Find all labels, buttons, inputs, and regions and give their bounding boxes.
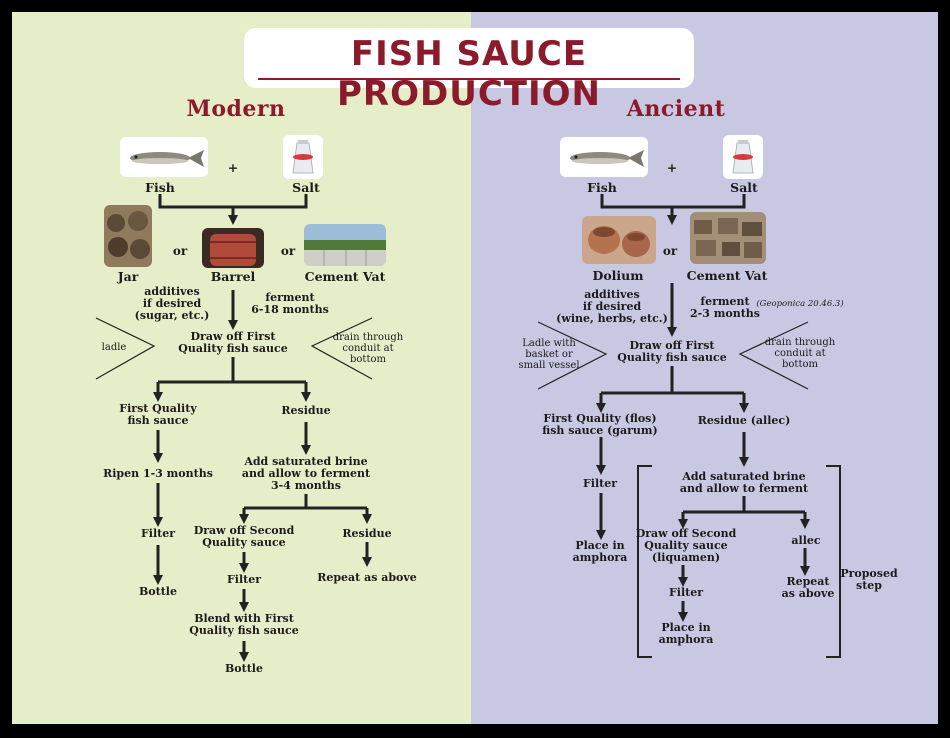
ancient-fish-image	[560, 137, 648, 177]
modern-cement-vat-label: Cement Vat	[304, 269, 386, 284]
ancient-ladle-chevron	[537, 321, 608, 390]
ancient-filter: Filter	[582, 477, 618, 490]
ancient-dolium-image	[582, 216, 656, 264]
modern-salt-label: Salt	[292, 180, 320, 195]
modern-drain-chevron	[310, 317, 373, 380]
modern-jar-label: Jar	[117, 269, 139, 284]
modern-or-2: or	[280, 244, 296, 258]
title-banner: FISH SAUCE PRODUCTION	[244, 28, 694, 114]
modern-repeat: Repeat as above	[317, 571, 417, 584]
modern-filter-2: Filter	[226, 573, 262, 586]
modern-salt-image	[283, 135, 323, 179]
ancient-residue: Residue (allec)	[697, 414, 791, 427]
modern-jar-image	[104, 205, 152, 267]
modern-bottle-2: Bottle	[225, 662, 263, 675]
fish-icon	[130, 150, 204, 167]
modern-residue: Residue	[281, 404, 331, 417]
modern-cement-vat-image	[304, 224, 386, 266]
ancient-connectors	[596, 194, 810, 622]
ancient-allec: allec	[791, 534, 821, 547]
modern-barrel-image	[202, 228, 264, 268]
salt-shaker-icon	[732, 140, 754, 174]
ancient-first-quality: First Quality (flos)fish sauce (garum)	[542, 412, 658, 437]
ancient-fish-label: Fish	[587, 180, 617, 195]
ancient-drain-chevron	[738, 321, 809, 390]
cement-vat-icon	[304, 240, 386, 266]
modern-heading: Modern	[186, 96, 286, 122]
modern-or-1: or	[172, 244, 188, 258]
proposed-left-bracket	[637, 465, 652, 658]
modern-ladle-label: ladle	[101, 342, 127, 353]
ancient-or: or	[662, 244, 678, 258]
ancient-geoponica: (Geoponica 20.46.3)	[756, 299, 844, 309]
modern-ripen: Ripen 1-3 months	[103, 467, 213, 480]
modern-ladle-chevron	[95, 317, 156, 380]
title-underline	[258, 78, 680, 80]
modern-plus: +	[227, 160, 239, 175]
ancient-filter-2: Filter	[668, 586, 704, 599]
modern-bottle: Bottle	[139, 585, 177, 598]
modern-residue-2: Residue	[342, 527, 392, 540]
dolium-icon	[588, 226, 650, 257]
ruins-vat-icon	[694, 218, 762, 258]
modern-connectors	[153, 194, 372, 662]
modern-filter: Filter	[140, 527, 176, 540]
ancient-plus: +	[666, 160, 678, 175]
ancient-cement-vat-image	[690, 212, 766, 264]
modern-fish-label: Fish	[145, 180, 175, 195]
proposed-right-bracket	[826, 465, 841, 658]
ancient-dolium-label: Dolium	[592, 268, 644, 283]
ancient-panel	[471, 12, 938, 724]
modern-barrel-label: Barrel	[210, 269, 256, 284]
fish-icon	[570, 150, 644, 167]
ancient-cement-vat-label: Cement Vat	[686, 268, 768, 283]
modern-fish-image	[120, 137, 208, 177]
barrel-icon	[210, 234, 256, 266]
jar-icon	[107, 211, 150, 259]
page-title: FISH SAUCE PRODUCTION	[337, 34, 601, 114]
ancient-salt-label: Salt	[730, 180, 758, 195]
salt-shaker-icon	[292, 140, 314, 174]
ancient-heading: Ancient	[626, 96, 726, 122]
ancient-salt-image	[723, 135, 763, 179]
